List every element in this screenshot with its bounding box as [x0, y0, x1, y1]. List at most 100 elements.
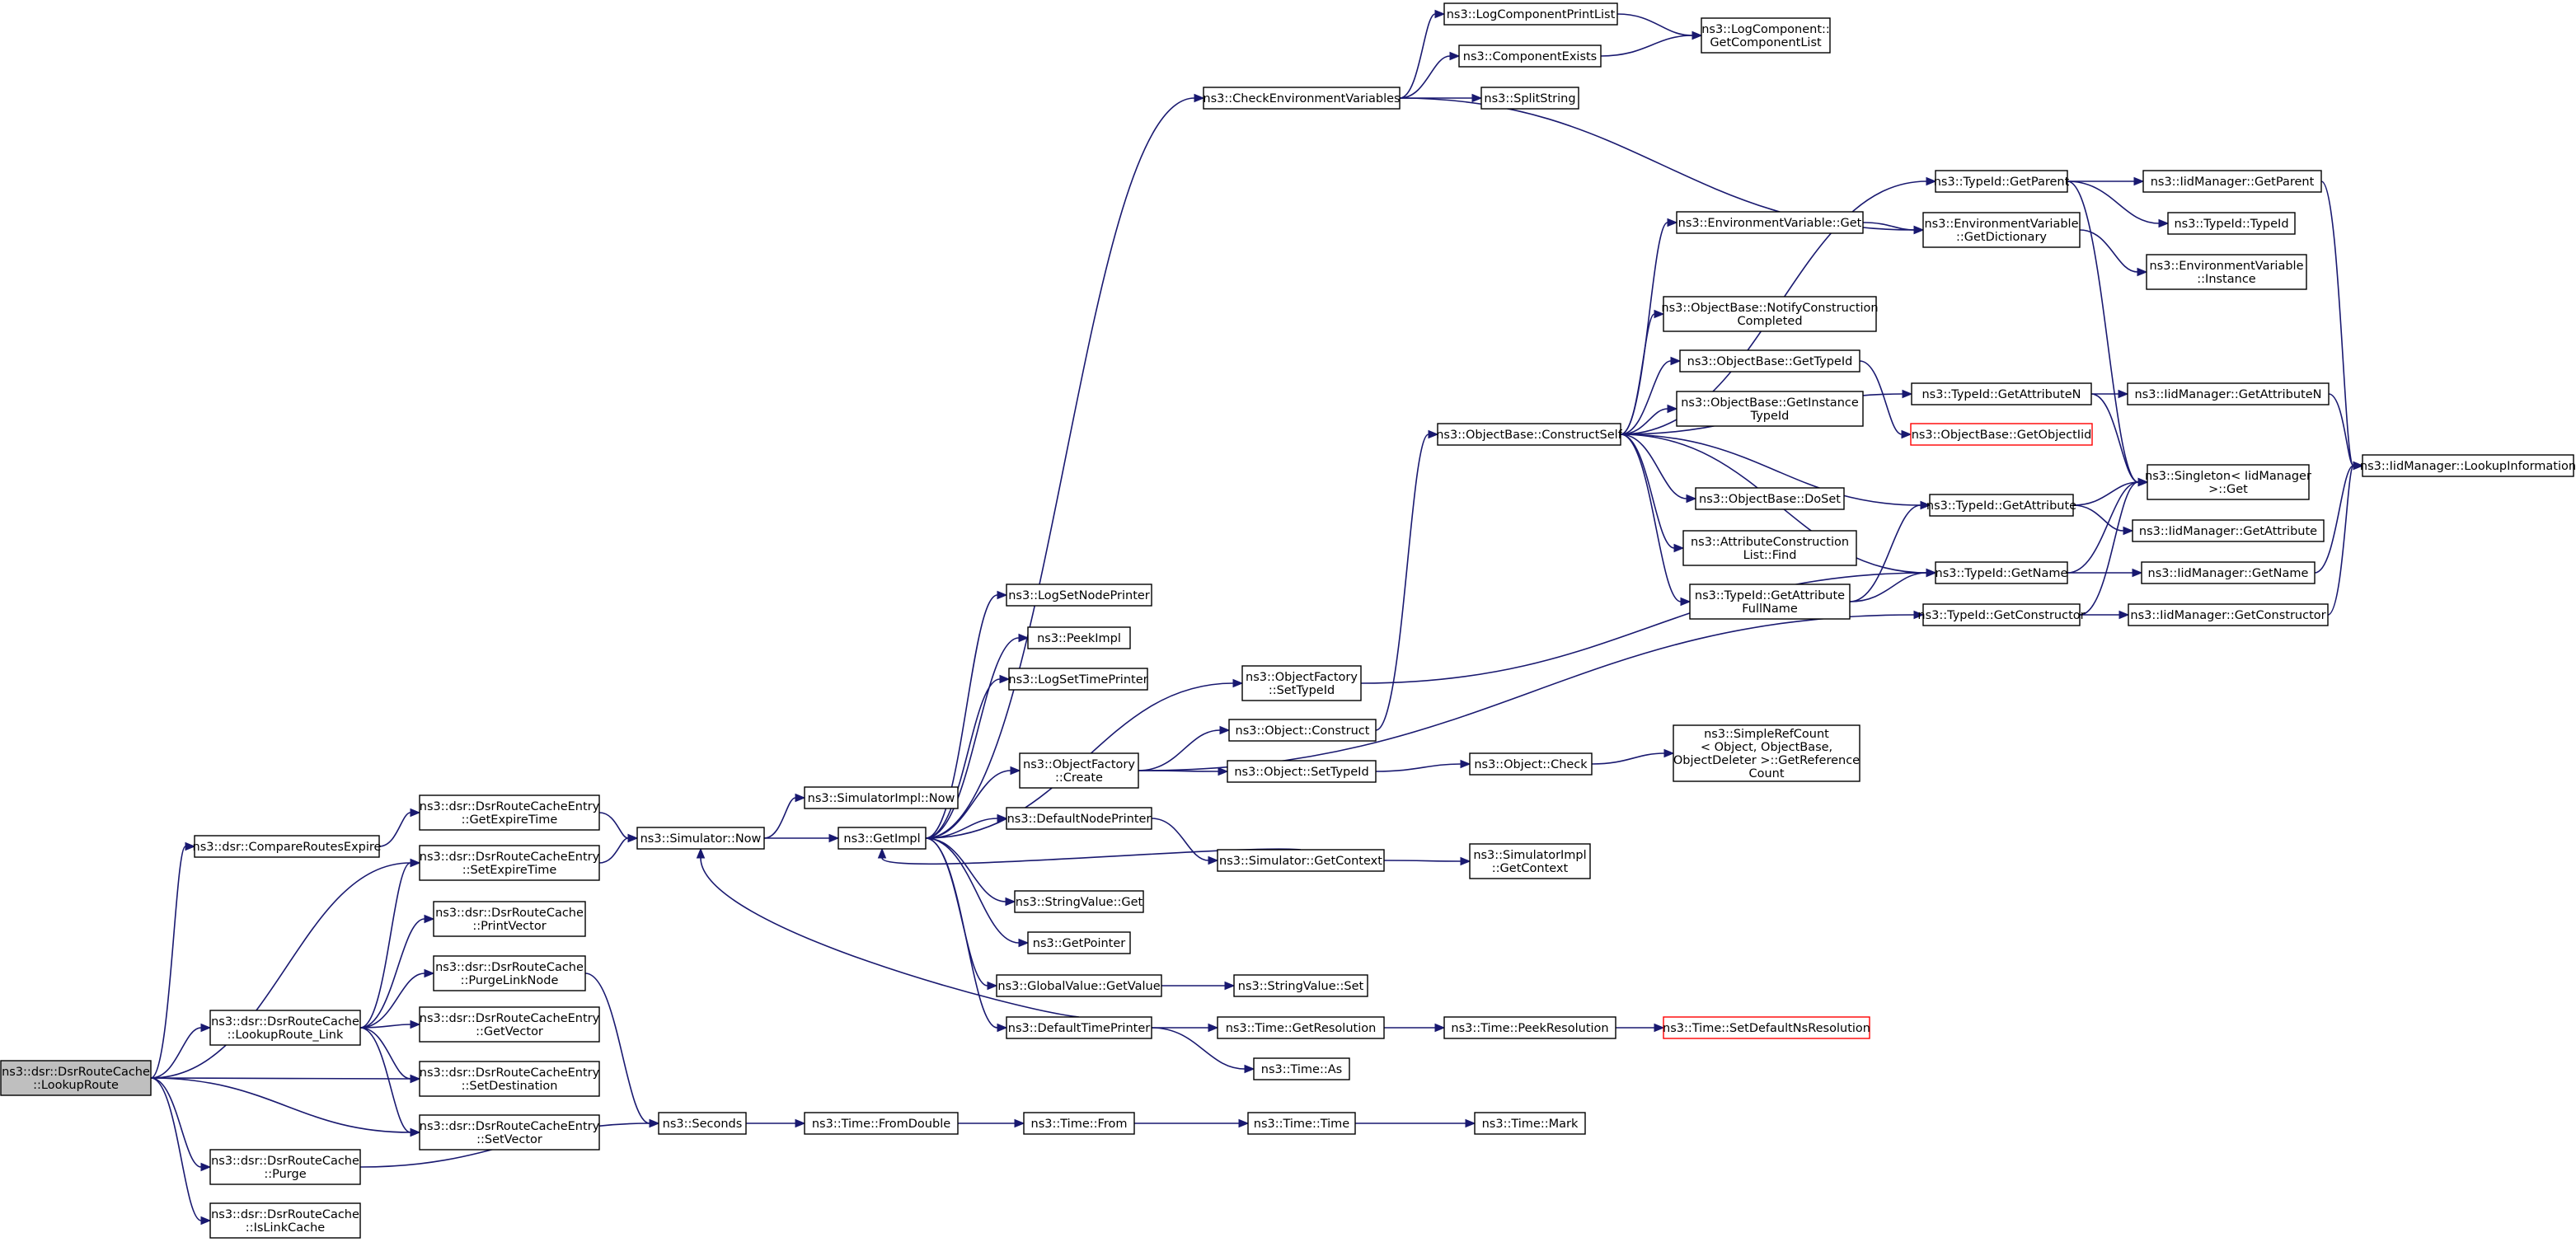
- node-getImpl[interactable]: ns3::GetImpl: [838, 827, 927, 850]
- node-stringValueGet[interactable]: ns3::StringValue::Get: [1014, 890, 1144, 913]
- node-stringValueSet[interactable]: ns3::StringValue::Set: [1233, 974, 1368, 997]
- edge-line: [925, 97, 1195, 839]
- edge-arrowhead: [1208, 855, 1219, 865]
- node-splitString[interactable]: ns3::SplitString: [1480, 87, 1579, 110]
- node-timeTime[interactable]: ns3::Time::Time: [1247, 1112, 1356, 1135]
- node-objectFactorySetTypeId[interactable]: ns3::ObjectFactory::SetTypeId: [1241, 665, 1362, 701]
- node-objectConstruct[interactable]: ns3::Object::Construct: [1228, 719, 1377, 742]
- node-logSetNodePrinter[interactable]: ns3::LogSetNodePrinter: [1006, 584, 1152, 607]
- node-logComponentGetComponentList[interactable]: ns3::LogComponent::GetComponentList: [1701, 17, 1831, 54]
- edge-arrowhead: [1232, 678, 1244, 688]
- node-environmentVariableGetDictionary[interactable]: ns3::EnvironmentVariable::GetDictionary: [1922, 212, 2081, 248]
- node-typeIdTypeId[interactable]: ns3::TypeId::TypeId: [2167, 212, 2296, 235]
- node-globalValueGetValue[interactable]: ns3::GlobalValue::GetValue: [996, 974, 1162, 997]
- node-timeGetResolution[interactable]: ns3::Time::GetResolution: [1217, 1016, 1385, 1039]
- node-typeIdGetAttributeN[interactable]: ns3::TypeId::GetAttributeN: [1911, 382, 2092, 405]
- node-label-line: ns3::StringValue::Set: [1238, 980, 1364, 993]
- node-componentExists[interactable]: ns3::ComponentExists: [1458, 45, 1602, 68]
- node-logSetTimePrinter[interactable]: ns3::LogSetTimePrinter: [1008, 668, 1148, 691]
- node-entrySetDestination[interactable]: ns3::dsr::DsrRouteCacheEntry::SetDestina…: [419, 1061, 600, 1097]
- node-notifyConstructionCompleted[interactable]: ns3::ObjectBase::NotifyConstructionCompl…: [1661, 296, 1879, 332]
- node-timeFromDouble[interactable]: ns3::Time::FromDouble: [804, 1112, 959, 1135]
- node-objectCheck[interactable]: ns3::Object::Check: [1469, 752, 1593, 776]
- node-iidManagerGetAttribute[interactable]: ns3::IidManager::GetAttribute: [2132, 519, 2325, 542]
- node-box: [1701, 17, 1831, 54]
- node-iidManagerGetAttributeN[interactable]: ns3::IidManager::GetAttributeN: [2127, 382, 2330, 405]
- node-typeIdGetName[interactable]: ns3::TypeId::GetName: [1935, 561, 2068, 584]
- node-timeMark[interactable]: ns3::Time::Mark: [1474, 1112, 1586, 1135]
- node-simulatorNow[interactable]: ns3::Simulator::Now: [636, 827, 765, 850]
- edge-line: [150, 862, 411, 1079]
- edge-arrowhead: [1018, 633, 1030, 643]
- node-objectSetTypeId[interactable]: ns3::Object::SetTypeId: [1227, 760, 1377, 783]
- node-environmentVariableGet[interactable]: ns3::EnvironmentVariable::Get: [1676, 211, 1864, 234]
- node-box: [1663, 296, 1877, 332]
- node-purgeLinkNode[interactable]: ns3::dsr::DsrRouteCache::PurgeLinkNode: [433, 955, 586, 991]
- node-defaultNodePrinter[interactable]: ns3::DefaultNodePrinter: [1006, 807, 1152, 830]
- node-peekImpl[interactable]: ns3::PeekImpl: [1027, 626, 1131, 649]
- node-box: [636, 827, 765, 850]
- node-isLinkCache[interactable]: ns3::dsr::DsrRouteCache::IsLinkCache: [209, 1202, 361, 1239]
- node-objectBaseDoSet[interactable]: ns3::ObjectBase::DoSet: [1695, 487, 1845, 510]
- edge-line: [763, 797, 796, 839]
- node-box: [1443, 2, 1618, 26]
- node-entrySetExpireTime[interactable]: ns3::dsr::DsrRouteCacheEntry::SetExpireT…: [419, 845, 600, 881]
- edge-root-to-isLinkCache: [150, 1077, 212, 1226]
- node-environmentVariableInstance[interactable]: ns3::EnvironmentVariable::Instance: [2146, 254, 2307, 290]
- edge-objectSetTypeId-to-objectCheck: [1375, 759, 1471, 772]
- node-timeFrom[interactable]: ns3::Time::From: [1023, 1112, 1135, 1135]
- node-timeAs[interactable]: ns3::Time::As: [1253, 1057, 1350, 1080]
- node-simulatorImplNow[interactable]: ns3::SimulatorImpl::Now: [804, 786, 959, 809]
- node-objectFactoryCreate[interactable]: ns3::ObjectFactory::Create: [1019, 752, 1139, 789]
- node-iidManagerGetName[interactable]: ns3::IidManager::GetName: [2141, 561, 2316, 584]
- edge-componentExists-to-logComponentGetComponentList: [1600, 30, 1703, 57]
- node-objectBaseGetObjectIid[interactable]: ns3::ObjectBase::GetObjectIid: [1910, 423, 2093, 446]
- node-seconds[interactable]: ns3::Seconds: [658, 1112, 747, 1135]
- node-label-line: ::GetDictionary: [1956, 231, 2047, 244]
- node-typeIdGetParent[interactable]: ns3::TypeId::GetParent: [1934, 170, 2070, 193]
- node-box: [1227, 760, 1377, 783]
- node-purge[interactable]: ns3::dsr::DsrRouteCache::Purge: [209, 1149, 361, 1185]
- node-entryGetVector[interactable]: ns3::dsr::DsrRouteCacheEntry::GetVector: [419, 1006, 600, 1043]
- node-label-line: ::SetTypeId: [1269, 684, 1335, 697]
- node-simulatorImplGetContext[interactable]: ns3::SimulatorImpl::GetContext: [1469, 843, 1591, 879]
- edge-arrowhead: [987, 981, 998, 991]
- node-objectBaseGetTypeId[interactable]: ns3::ObjectBase::GetTypeId: [1679, 349, 1860, 373]
- node-objectBaseConstructSelf[interactable]: ns3::ObjectBase::ConstructSelf: [1436, 423, 1623, 446]
- node-iidManagerGetParent[interactable]: ns3::IidManager::GetParent: [2142, 170, 2322, 193]
- node-simpleRefCountGetReferenceCount[interactable]: ns3::SimpleRefCount< Object, ObjectBase,…: [1673, 724, 1860, 782]
- node-printVector[interactable]: ns3::dsr::DsrRouteCache::PrintVector: [433, 901, 586, 937]
- node-defaultTimePrinter[interactable]: ns3::DefaultTimePrinter: [1006, 1016, 1152, 1039]
- edge-arrowhead: [649, 1118, 660, 1128]
- node-singletonIidManagerGet[interactable]: ns3::Singleton< IidManager>::Get: [2145, 464, 2311, 500]
- node-label-line: ns3::dsr::DsrRouteCache: [211, 1155, 359, 1168]
- node-box: [1929, 494, 2074, 517]
- node-label-line: ns3::IidManager::GetAttributeN: [2134, 388, 2321, 401]
- edge-lookupRouteLink-to-purgeLinkNode: [359, 968, 435, 1029]
- edge-line: [1383, 860, 1462, 862]
- node-label-line: ns3::TypeId::GetParent: [1934, 176, 2070, 189]
- edge-root-to-entrySetDestination: [150, 1074, 421, 1084]
- node-label-line: ns3::Object::Check: [1474, 758, 1588, 771]
- node-iidManagerLookupInformation[interactable]: ns3::IidManager::LookupInformation: [2360, 454, 2576, 477]
- node-compareRoutesExpire[interactable]: ns3::dsr::CompareRoutesExpire: [193, 835, 382, 858]
- node-getPointer[interactable]: ns3::GetPointer: [1027, 931, 1131, 954]
- node-logComponentPrintList[interactable]: ns3::LogComponentPrintList: [1443, 2, 1618, 26]
- node-label-line: ::GetContext: [1492, 862, 1569, 875]
- node-label-line: ns3::dsr::DsrRouteCacheEntry: [420, 1012, 600, 1025]
- node-iidManagerGetConstructor[interactable]: ns3::IidManager::GetConstructor: [2128, 603, 2329, 626]
- node-typeIdGetAttribute[interactable]: ns3::TypeId::GetAttribute: [1926, 494, 2076, 517]
- node-entrySetVector[interactable]: ns3::dsr::DsrRouteCacheEntry::SetVector: [419, 1114, 600, 1151]
- node-box: [2132, 519, 2325, 542]
- edge-timePeekResolution-to-timeSetDefaultNsResolution: [1616, 1023, 1665, 1033]
- node-timePeekResolution[interactable]: ns3::Time::PeekResolution: [1443, 1016, 1616, 1039]
- node-timeSetDefaultNsResolution[interactable]: ns3::Time::SetDefaultNsResolution: [1663, 1016, 1870, 1039]
- node-simulatorGetContext[interactable]: ns3::Simulator::GetContext: [1217, 849, 1385, 872]
- node-typeIdGetConstructor[interactable]: ns3::TypeId::GetConstructor: [1917, 603, 2086, 626]
- node-lookupRouteLink[interactable]: ns3::dsr::DsrRouteCache::LookupRoute_Lin…: [209, 1010, 361, 1046]
- node-checkEnvironmentVariables[interactable]: ns3::CheckEnvironmentVariables: [1203, 87, 1401, 110]
- node-entryGetExpireTime[interactable]: ns3::dsr::DsrRouteCacheEntry::GetExpireT…: [419, 794, 600, 831]
